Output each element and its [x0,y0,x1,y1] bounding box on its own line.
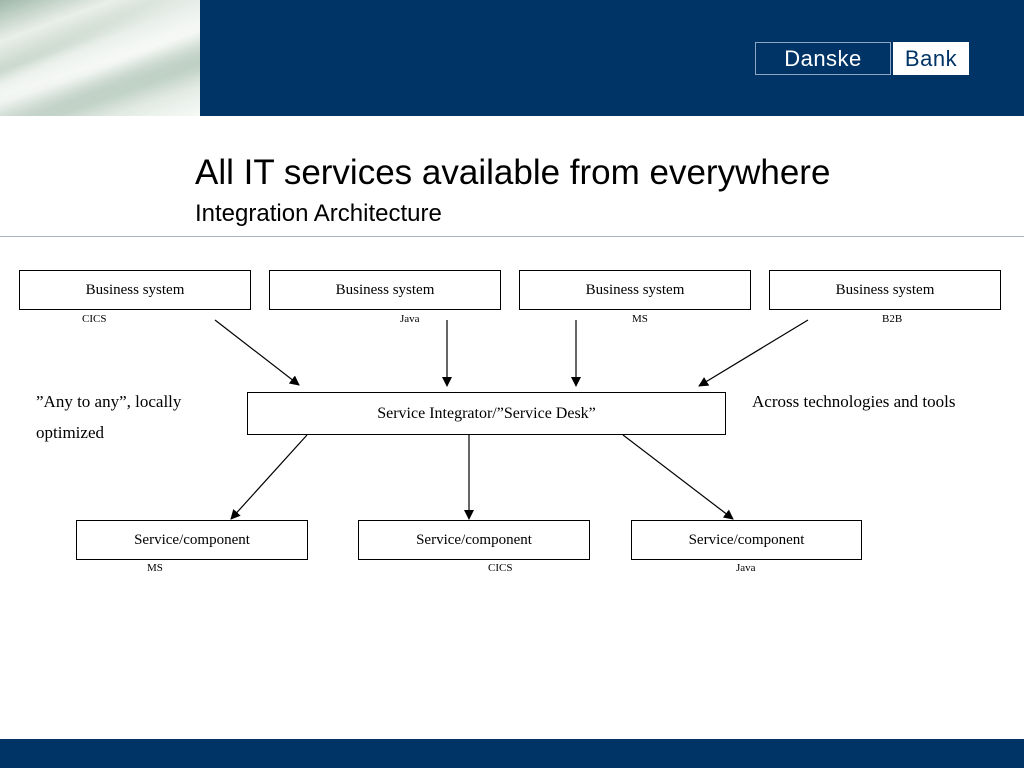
service-component-tech-java: Java [736,562,756,574]
business-system-tech-java: Java [400,313,420,325]
service-integrator-box: Service Integrator/”Service Desk” [247,392,726,435]
business-system-tech-b2b: B2B [882,313,903,325]
footer-band [0,739,1024,768]
business-system-box-java: Business system [269,270,501,310]
logo-left-text: Danske [755,42,891,75]
business-system-tech-cics: CICS [82,313,107,325]
business-system-box-b2b: Business system [769,270,1001,310]
slide-subtitle: Integration Architecture [195,200,442,227]
business-system-box-ms: Business system [519,270,751,310]
business-system-box-cics: Business system [19,270,251,310]
note-any-to-any: ”Any to any”, locally [36,392,182,411]
arrow-cics-to-integrator [214,319,300,386]
note-across-technologies: Across technologies and tools [752,392,956,411]
arrow-integrator-to-java-component [622,434,734,520]
business-system-tech-ms: MS [632,313,648,325]
service-component-box-cics: Service/component [358,520,590,560]
header-photo [0,0,200,116]
arrow-b2b-to-integrator [698,319,809,387]
service-component-box-ms: Service/component [76,520,308,560]
slide-title: All IT services available from everywher… [195,153,831,192]
logo-right-text: Bank [893,42,969,75]
service-component-tech-cics: CICS [488,562,513,574]
danske-bank-logo: Danske Bank [755,42,969,75]
arrow-integrator-to-ms-component [230,434,308,520]
service-component-box-java: Service/component [631,520,862,560]
title-divider [0,236,1024,237]
service-component-tech-ms: MS [147,562,163,574]
note-optimized: optimized [36,423,104,442]
